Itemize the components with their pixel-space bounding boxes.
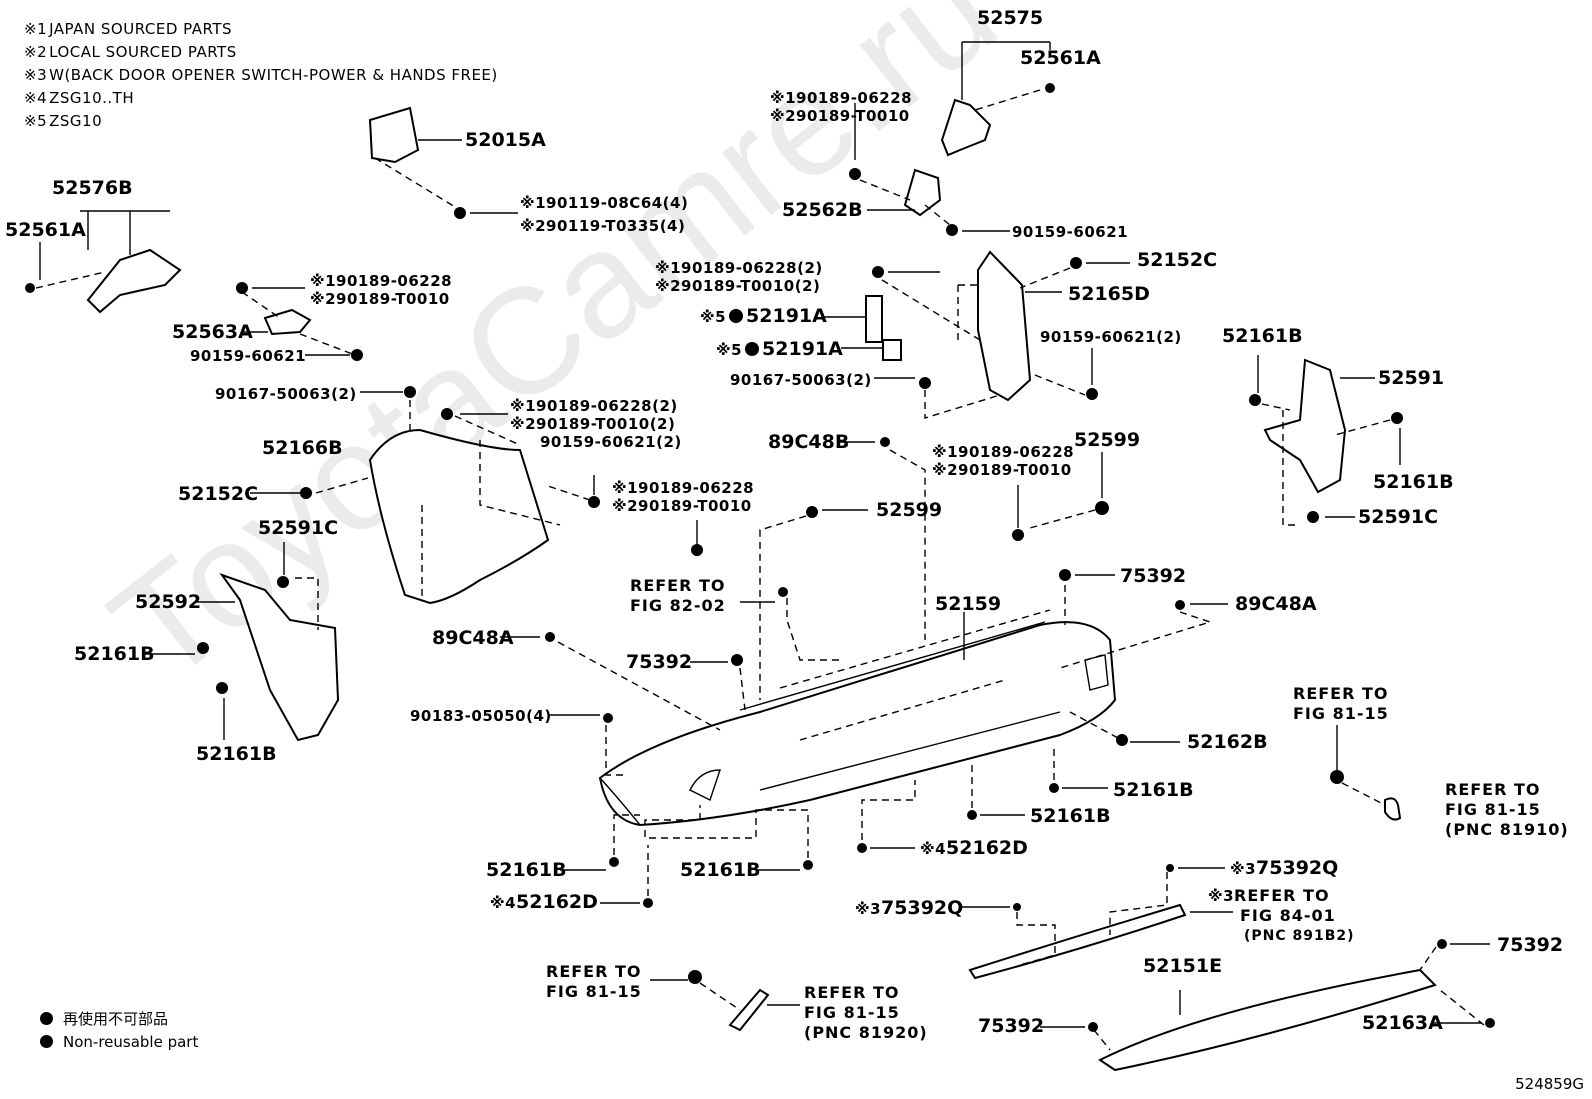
part-52161B-b4: 52161B	[680, 859, 761, 881]
part-75392-bottom-right: 75392	[1497, 934, 1564, 956]
part-52161B-b1: 52161B	[1113, 779, 1194, 801]
reflector-right-shape	[1384, 797, 1402, 821]
part-90189-06228-center: ※190189-06228(2)	[510, 397, 678, 415]
part-52599-mid: 52599	[876, 499, 943, 521]
part-75392-mid: 75392	[626, 651, 693, 673]
part-52575: 52575	[977, 7, 1044, 29]
part-52561A-right: 52561A	[1020, 47, 1101, 69]
part-90159-60621-center: 90159-60621(2)	[540, 433, 682, 451]
part-75392-right: 75392	[1120, 565, 1187, 587]
part-90159-60621-right: 90159-60621(2)	[1040, 328, 1182, 346]
non-reusable-dot-icon	[40, 1012, 53, 1025]
part-52166B: 52166B	[262, 437, 343, 459]
part-90189-T0010-e: ※290189-T0010	[932, 461, 1072, 479]
fastener-marks	[25, 83, 1495, 1032]
bracket-52563A-shape	[263, 308, 312, 336]
part-90159-60621-top: 90159-60621	[1012, 223, 1129, 241]
part-90189-T0010-mid: ※290189-T0010(2)	[655, 277, 821, 295]
part-52015A: 52015A	[465, 129, 546, 151]
bracket-52592-shape	[219, 573, 340, 742]
assembly-lines	[35, 89, 1485, 1051]
bumper-cover-shape	[598, 621, 1117, 827]
part-90167-50063-left: 90167-50063(2)	[215, 385, 357, 403]
strip-75392Q-shape	[968, 903, 1187, 980]
bracket-52591-shape	[1263, 358, 1347, 494]
part-52561A-left: 52561A	[5, 219, 86, 241]
part-52161B-b2: 52161B	[1030, 805, 1111, 827]
part-52599-right: 52599	[1074, 429, 1141, 451]
part-90189-06228-d: ※190189-06228	[612, 479, 755, 497]
part-90189-T0010-top: ※290189-T0010	[770, 107, 910, 125]
part-52152C-left: 52152C	[178, 483, 259, 505]
bracket-52015A-shape	[368, 106, 420, 164]
part-90189-T0010-d: ※290189-T0010	[612, 497, 752, 515]
part-75392-bottom-left: 75392	[978, 1015, 1045, 1037]
side-fascia-shape	[368, 428, 550, 605]
part-52162B: 52162B	[1187, 731, 1268, 753]
part-52591: 52591	[1378, 367, 1445, 389]
part-89C48B: 89C48B	[768, 431, 850, 453]
part-52161B-top-right: 52161B	[1222, 325, 1303, 347]
part-52591C-left: 52591C	[258, 517, 339, 539]
part-52563A: 52563A	[172, 321, 253, 343]
non-reusable-dot-icon	[40, 1035, 53, 1048]
part-90119-08C64: ※190119-08C64(4)	[520, 194, 689, 212]
part-90189-06228-left: ※190189-06228	[310, 272, 453, 290]
part-52162D-mid: ※452162D	[920, 837, 1028, 859]
part-52163A: 52163A	[1362, 1012, 1443, 1034]
part-90183-05050: 90183-05050(4)	[410, 707, 552, 725]
garnish-52151E-shape	[1098, 968, 1437, 1072]
figure-number: 524859G	[1515, 1075, 1584, 1093]
legend-japanese: 再使用不可部品	[40, 1008, 168, 1029]
part-52161B-lower-left: 52161B	[196, 743, 277, 765]
part-52165D: 52165D	[1068, 283, 1150, 305]
part-75392Q-left: ※375392Q	[855, 897, 964, 919]
bracket-52165D-shape	[977, 250, 1032, 402]
part-90189-T0010-center: ※290189-T0010(2)	[510, 415, 676, 433]
bracket-52576B-shape	[86, 248, 182, 314]
leader-lines	[39, 41, 1490, 1028]
part-52562B: 52562B	[782, 199, 863, 221]
part-52576B: 52576B	[52, 177, 133, 199]
part-52159: 52159	[935, 593, 1002, 615]
part-52151E: 52151E	[1143, 955, 1223, 977]
part-75392Q-right: ※375392Q	[1230, 857, 1339, 879]
part-52161B-left: 52161B	[74, 643, 155, 665]
part-52592: 52592	[135, 591, 202, 613]
part-52161B-right: 52161B	[1373, 471, 1454, 493]
part-90119-T0335: ※290119-T0335(4)	[520, 217, 686, 235]
bracket-52575-shape	[940, 98, 992, 157]
part-52162D-left: ※452162D	[490, 891, 598, 913]
part-52591C-right: 52591C	[1358, 506, 1439, 528]
reflector-left-shape	[728, 988, 770, 1032]
part-89C48A-right: 89C48A	[1235, 593, 1317, 615]
part-89C48A-left: 89C48A	[432, 627, 514, 649]
part-90189-T0010-left: ※290189-T0010	[310, 290, 450, 308]
part-90167-50063-mid: 90167-50063(2)	[730, 371, 872, 389]
part-52161B-b3: 52161B	[486, 859, 567, 881]
bracket-52562B-shape	[903, 168, 942, 217]
part-90189-06228-mid: ※190189-06228(2)	[655, 259, 823, 277]
legend-english: Non-reusable part	[40, 1033, 198, 1051]
part-90189-06228-e: ※190189-06228	[932, 443, 1075, 461]
part-52152C-right: 52152C	[1137, 249, 1218, 271]
part-90189-06228-top: ※190189-06228	[770, 89, 913, 107]
part-90159-60621-left: 90159-60621	[190, 347, 307, 365]
